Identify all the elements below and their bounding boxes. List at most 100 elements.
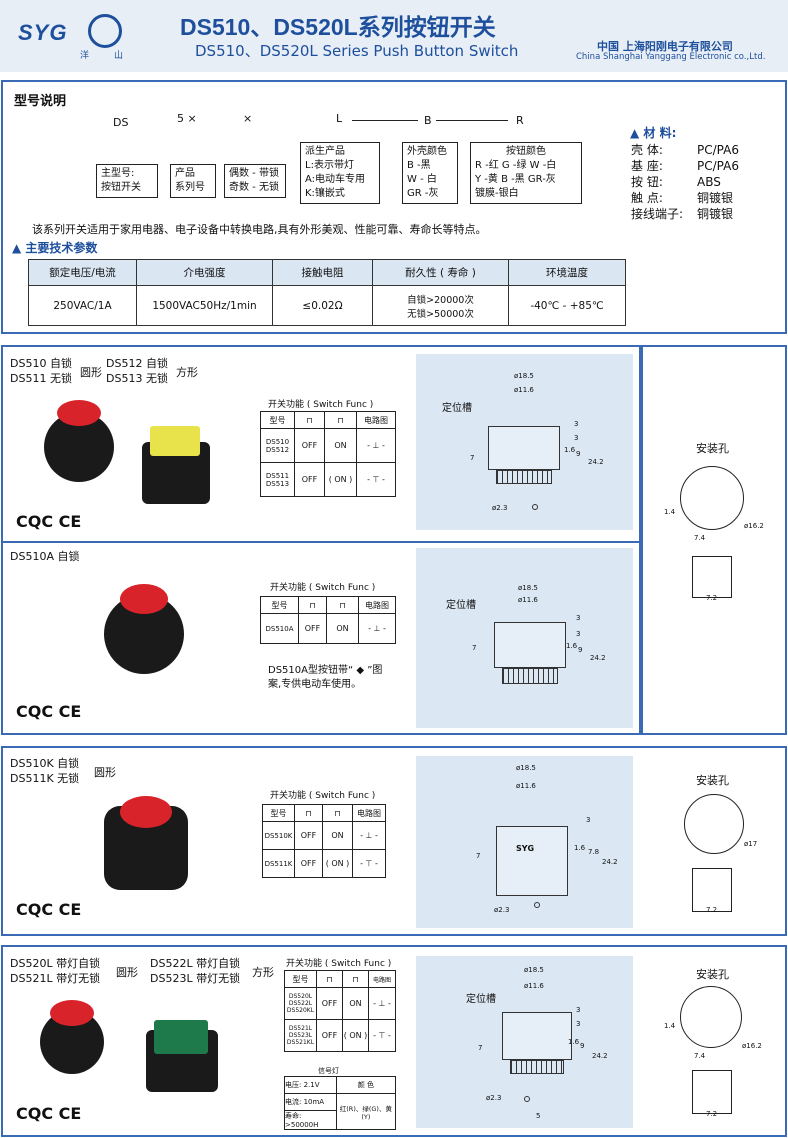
emblem-label-right: 山	[114, 51, 124, 61]
red-button-cap-k	[120, 796, 172, 828]
sec4-shape-round: 圆形	[116, 966, 138, 979]
code-ds: DS	[113, 116, 129, 129]
mount3-w: 7.2	[706, 906, 718, 914]
box-lock: 偶数 - 带锁奇数 - 无锁	[224, 164, 286, 198]
spec-table: 额定电压/电流 介电强度 接触电阻 耐久性 ( 寿命 ) 环境温度 250VAC…	[28, 259, 626, 326]
sec3-drawing: ø18.5 ø11.6 SYG ø2.3 3 1.6 7.8 24.2 7	[416, 756, 633, 928]
spec-temp: -40℃ - +85℃	[508, 285, 626, 326]
cert-marks-1: CQC CE	[16, 512, 82, 531]
mount3-diameter: ø17	[744, 840, 758, 848]
box-main: 主型号:按钮开关	[96, 164, 158, 198]
sec2-drawing: 定位槽 ø18.5 ø11.6 3 3 1.6 9 24.2 7	[416, 548, 633, 728]
mount1-w2: 7.2	[706, 594, 718, 602]
mount1-height: 1.4	[664, 508, 676, 516]
spec-h-resistance: 接触电阻	[272, 259, 373, 286]
emblem-label-left: 洋	[80, 51, 90, 61]
mount-frame-1	[641, 345, 787, 735]
red-button-cap	[57, 400, 101, 426]
mount1-diameter: ø16.2	[744, 522, 764, 530]
materials-list: 壳 体:PC/PA6 基 座:PC/PA6 按 钮:ABS 触 点:铜镀银 接线…	[631, 143, 739, 221]
spec-h-rating: 额定电压/电流	[28, 259, 137, 286]
sec4-shape-square: 方形	[252, 966, 274, 979]
red-button-cap-l	[50, 1000, 94, 1026]
mount4-side-view	[692, 1070, 732, 1114]
mount4-w2: 7.2	[706, 1110, 718, 1118]
code-derived: L	[336, 112, 343, 125]
code-lock: ×	[243, 112, 253, 125]
spec-h-life: 耐久性 ( 寿命 )	[372, 259, 509, 286]
page-subtitle: DS510、DS520L Series Push Button Switch	[195, 42, 519, 60]
mount1-title: 安装孔	[696, 442, 729, 455]
model-frame	[1, 80, 787, 334]
green-button-cap	[154, 1020, 208, 1054]
mount3-title: 安装孔	[696, 774, 729, 787]
sec2-func-title: 开关功能 ( Switch Func )	[270, 583, 376, 593]
code-series: 5 ×	[177, 112, 197, 125]
section-frame-3	[1, 746, 787, 936]
sec1-shape-round: 圆形	[80, 366, 102, 379]
sec4-func-title: 开关功能 ( Switch Func )	[286, 959, 392, 969]
mount4-diameter: ø16.2	[742, 1042, 762, 1050]
spec-life: 自锁>20000次无锁>50000次	[372, 285, 509, 326]
cert-marks-3: CQC CE	[16, 900, 82, 919]
sec1-shape-square: 方形	[176, 366, 198, 379]
mount4-w1: 7.4	[694, 1052, 706, 1060]
lamp-title: 信号灯	[318, 1067, 339, 1075]
sec1-drawing: 定位槽 ø18.5 ø11.6 ø2.3 3 3 1.6 9 24.2 7	[416, 354, 633, 530]
section-frame-4	[1, 945, 787, 1137]
sec4-drawing: 定位槽 ø18.5 ø11.6 ø2.3 3 3 1.6 9 24.2 7 5	[416, 956, 633, 1128]
cert-marks-2: CQC CE	[16, 702, 82, 721]
cert-marks-4: CQC CE	[16, 1104, 82, 1123]
sec2-model: DS510A 自锁	[10, 550, 80, 563]
mount1-hole	[680, 466, 744, 530]
sec3-func-title: 开关功能 ( Switch Func )	[270, 791, 376, 801]
emblem-icon	[88, 14, 122, 48]
mount1-w1: 7.4	[694, 534, 706, 542]
company-name-cn: 中国 上海阳刚电子有限公司	[597, 40, 733, 53]
code-line-2	[436, 120, 508, 121]
code-shell: B	[424, 114, 432, 127]
yellow-button-cap	[150, 426, 200, 456]
mount4-height: 1.4	[664, 1022, 676, 1030]
mount4-title: 安装孔	[696, 968, 729, 981]
spec-dielectric: 1500VAC50Hz/1min	[136, 285, 273, 326]
sec1-func-title: 开关功能 ( Switch Func )	[268, 400, 374, 410]
brand-logo: SYG	[18, 20, 68, 45]
spec-rating: 250VAC/1A	[28, 285, 137, 326]
code-button: R	[516, 114, 524, 127]
page-title: DS510、DS520L系列按钮开关	[180, 14, 496, 40]
divider	[3, 541, 639, 543]
mount3-side-view	[692, 868, 732, 912]
section-frame-1	[1, 345, 641, 735]
mount4-hole	[680, 986, 742, 1048]
mount3-hole	[684, 794, 744, 854]
code-line-1	[352, 120, 418, 121]
red-button-cap-a	[120, 584, 168, 614]
box-series: 产品系列号	[170, 164, 216, 198]
intro-text: 该系列开关适用于家用电器、电子设备中转换电路,具有外形美观、性能可靠、寿命长等特…	[32, 223, 487, 236]
model-heading: 型号说明	[14, 94, 67, 109]
sec2-note: DS510A型按钮带“ ◆ ”图案,专供电动车使用。	[268, 665, 383, 690]
spec-h-dielectric: 介电强度	[136, 259, 273, 286]
specs-heading: ▲ 主要技术参数	[12, 241, 98, 255]
header-band	[0, 0, 788, 72]
spec-resistance: ≤0.02Ω	[272, 285, 373, 326]
mount1-side-view	[692, 556, 732, 598]
materials-heading: ▲ 材 料:	[630, 126, 677, 140]
company-name-en: China Shanghai Yanggang Electronic co.,L…	[576, 52, 766, 62]
sec3-shape: 圆形	[94, 766, 116, 779]
